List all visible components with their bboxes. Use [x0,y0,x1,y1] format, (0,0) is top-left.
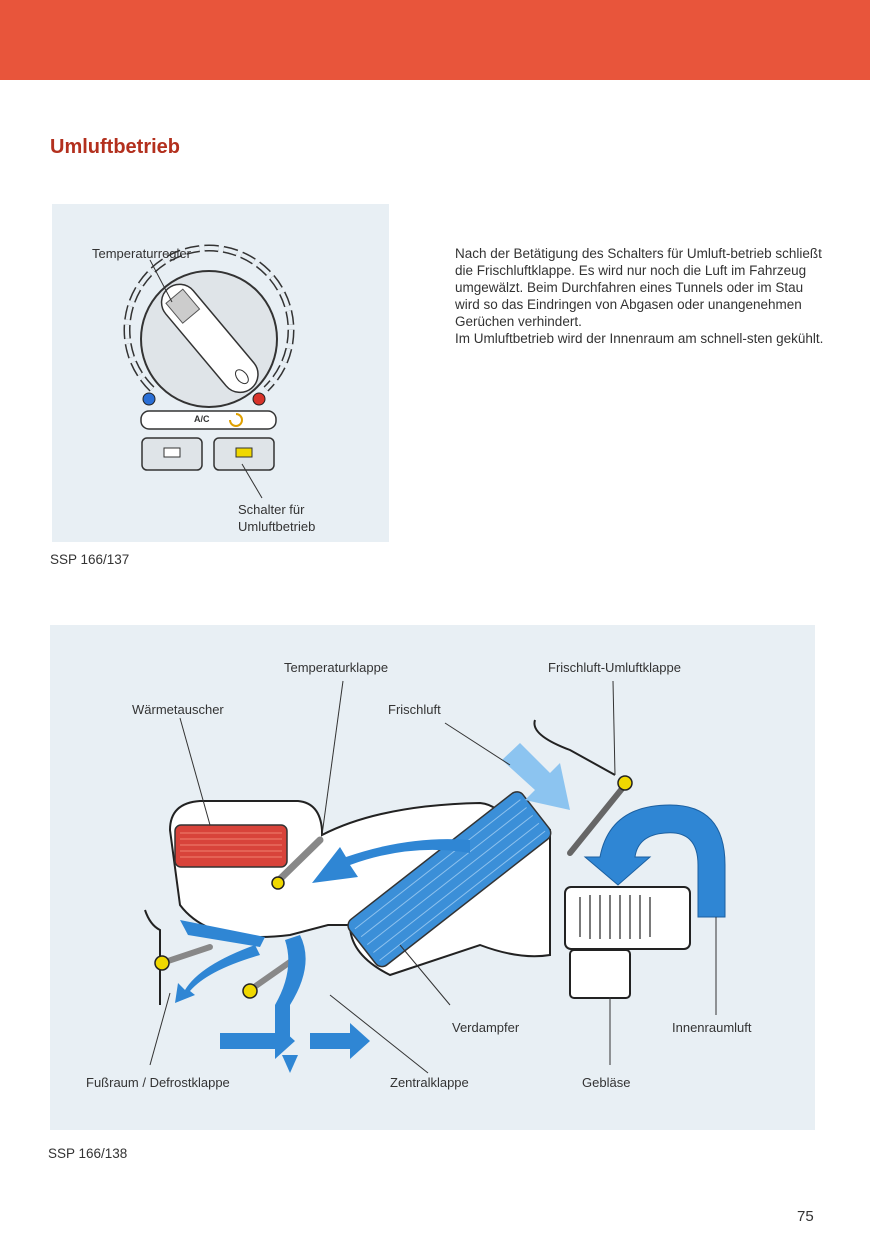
airflow-drawing [144,680,726,1074]
label-frischluft: Frischluft [388,702,441,717]
fussraum-defrostklappe [159,944,213,966]
label-schalter-line2: Umluftbetrieb [238,519,316,534]
evaporator [347,791,552,968]
knob-grip [160,283,259,394]
caption-figure1: SSP 166/137 [50,552,130,567]
paragraph-2: Im Umluftbetrieb wird der Innenraum am s… [455,331,824,346]
recirculation-led [235,447,253,458]
label-frischluft-umluftklappe: Frischluft-Umluftklappe [548,660,681,675]
cold-indicator-dot [142,392,156,406]
temperaturklappe [274,836,324,885]
ac-bar [140,410,277,430]
label-zentralklappe: Zentralklappe [390,1075,469,1090]
label-schalter: Schalter für Umluftbetrieb [238,501,315,535]
control-panel-drawing [123,244,295,499]
figure-airflow-diagram: Temperaturklappe Frischluft-Umluftklappe… [50,625,815,1130]
ac-label: A/C [194,414,210,424]
innenraumluft-arrow [583,804,726,918]
caption-figure2: SSP 166/138 [48,1146,128,1161]
recirculation-icon [229,413,243,427]
label-temperaturklappe: Temperaturklappe [284,660,389,675]
label-innenraumluft: Innenraumluft [672,1020,752,1035]
page-number: 75 [797,1208,814,1225]
label-geblaese: Gebläse [582,1075,631,1090]
blower [564,886,691,950]
paragraph-1: Nach der Betätigung des Schalters für Um… [455,246,822,329]
frischluft-umluftklappe [567,782,628,856]
frischluft-arrow [502,743,570,810]
label-schalter-line1: Schalter für [238,502,305,517]
warm-indicator-dot [252,392,266,406]
top-color-bar [0,0,870,80]
figure-control-panel: Temperaturregler A/C Schalter für Umluft… [52,204,389,542]
label-verdampfer: Verdampfer [452,1020,520,1035]
description-text: Nach der Betätigung des Schalters für Um… [455,245,825,347]
airflow-arrow-left [312,839,470,883]
label-temperaturregler: Temperaturregler [92,246,191,261]
heater-core [174,824,288,868]
label-fussraum-defrostklappe: Fußraum / Defrostklappe [86,1075,230,1090]
label-waermetauscher: Wärmetauscher [132,702,224,717]
page-title: Umluftbetrieb [50,136,180,158]
